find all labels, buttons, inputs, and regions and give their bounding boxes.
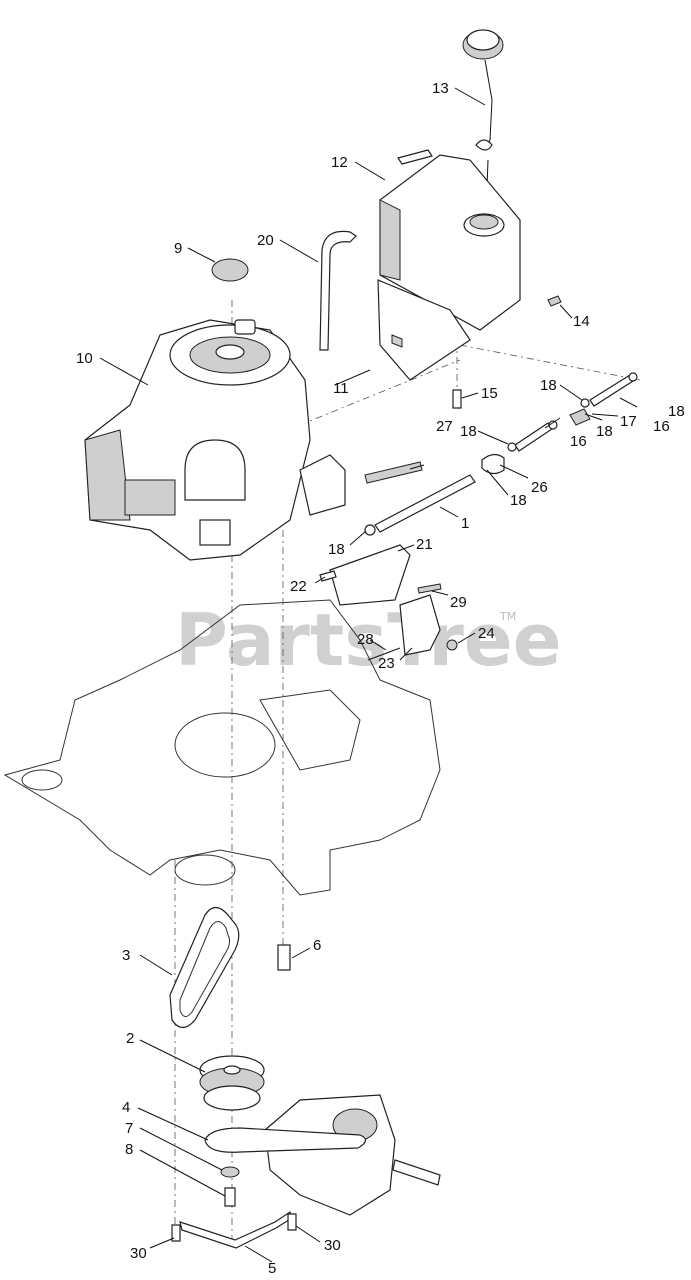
- watermark-tm: TM: [499, 610, 516, 623]
- callout-29: 29: [450, 594, 467, 611]
- frame-part: [3, 599, 441, 896]
- callout-23: 23: [378, 655, 395, 672]
- transaxle-part: [204, 1094, 441, 1216]
- engine-part: [84, 319, 346, 561]
- callout-18-a: 18: [540, 377, 557, 394]
- bolt-14-part: [547, 295, 562, 307]
- fuel-tank-part: [379, 149, 521, 331]
- callout-9: 9: [174, 240, 182, 257]
- fuel-line-parts: [481, 372, 638, 475]
- callout-labels: 13 12 20 9 14 10 11 15 18 18 16 18 17 18…: [76, 80, 685, 1277]
- callout-21: 21: [416, 536, 433, 553]
- bolt-30a-part: [171, 1224, 181, 1242]
- callout-18-c: 18: [460, 423, 477, 440]
- callout-18-f: 18: [328, 541, 345, 558]
- callout-22: 22: [290, 578, 307, 595]
- callout-13: 13: [432, 80, 449, 97]
- callout-16-b: 16: [570, 433, 587, 450]
- tank-bracket-part: [377, 279, 471, 381]
- callout-2: 2: [126, 1030, 134, 1047]
- callout-26: 26: [531, 479, 548, 496]
- spacer-18-part: [364, 524, 376, 536]
- callout-5: 5: [268, 1260, 276, 1277]
- rod-part: [374, 474, 476, 533]
- control-bracket-parts: [319, 544, 458, 661]
- callout-6: 6: [313, 937, 321, 954]
- belt-3-part: [169, 906, 240, 1029]
- callout-20: 20: [257, 232, 274, 249]
- callout-11: 11: [333, 380, 349, 397]
- callout-30-a: 30: [130, 1245, 147, 1262]
- callout-16-a: 16: [653, 418, 670, 435]
- callout-10: 10: [76, 350, 93, 367]
- callout-14: 14: [573, 313, 590, 330]
- bolt-15-part: [452, 389, 462, 409]
- callout-15: 15: [481, 385, 498, 402]
- fuel-hose-part: [319, 230, 357, 351]
- callout-8: 8: [125, 1141, 133, 1158]
- watermark-text: PartsTree: [175, 598, 562, 682]
- callout-18-e: 18: [510, 492, 527, 509]
- callout-30-b: 30: [324, 1237, 341, 1254]
- bolt-8-part: [224, 1187, 236, 1207]
- callout-7: 7: [125, 1120, 133, 1137]
- callout-18-b: 18: [668, 403, 685, 420]
- callout-17: 17: [620, 413, 637, 430]
- callout-18-d: 18: [596, 423, 613, 440]
- washer-7-part: [220, 1166, 240, 1178]
- callout-3: 3: [122, 947, 130, 964]
- callout-1: 1: [461, 515, 469, 532]
- callout-4: 4: [122, 1099, 130, 1116]
- callout-12: 12: [331, 154, 348, 171]
- bolt-6-part: [277, 944, 291, 971]
- strip-27-part: [364, 461, 423, 484]
- callout-28: 28: [357, 631, 374, 648]
- bolt-30b-part: [287, 1213, 297, 1231]
- callout-27: 27: [436, 418, 453, 435]
- leader-lines: [99, 87, 638, 1263]
- pulley-2-part: [199, 1055, 265, 1111]
- rod-5-part: [179, 1211, 293, 1249]
- decal-disc-part: [211, 258, 249, 282]
- callout-24: 24: [478, 625, 495, 642]
